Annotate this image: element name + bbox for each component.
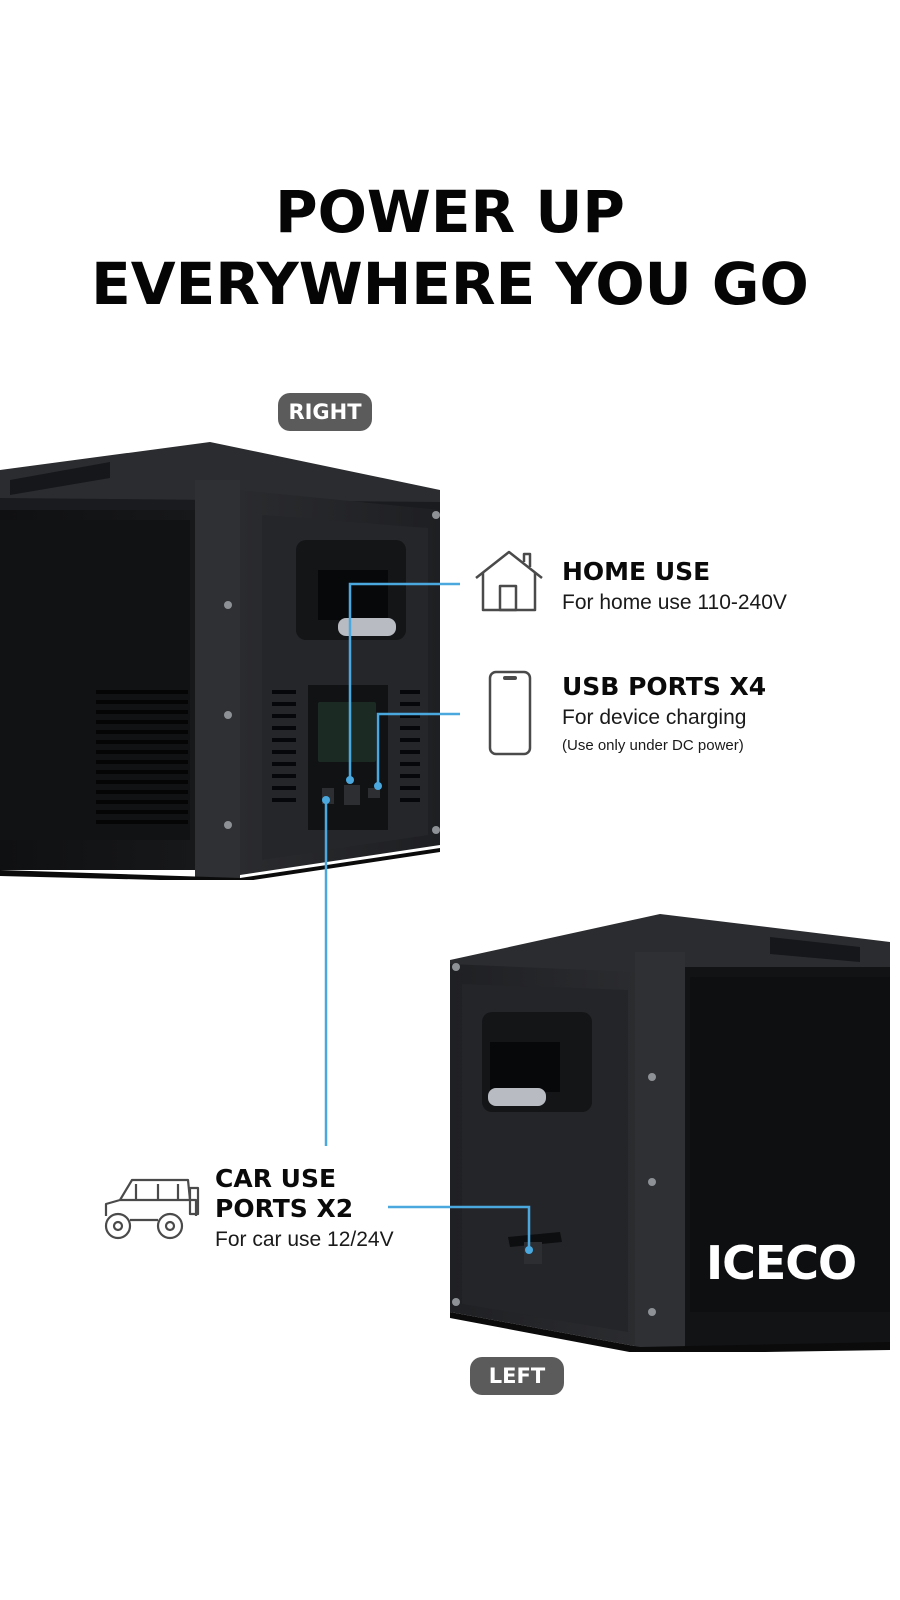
usb-ports-title: USB PORTS X4	[562, 672, 767, 701]
iceco-logo: ICECO	[706, 1236, 857, 1290]
car-use-title-line-2: PORTS X2	[215, 1194, 354, 1223]
car-use-desc: For car use 12/24V	[215, 1228, 394, 1251]
smartphone-icon	[488, 670, 532, 756]
fridge-left-side-image	[450, 914, 890, 1352]
home-use-title: HOME USE	[562, 557, 711, 586]
house-icon	[475, 550, 543, 612]
home-use-desc: For home use 110-240V	[562, 591, 787, 614]
usb-ports-note: (Use only under DC power)	[562, 737, 744, 754]
headline-line-1: POWER UP	[275, 178, 625, 246]
right-view-label: RIGHT	[278, 393, 372, 431]
jeep-icon	[104, 1178, 200, 1240]
headline-line-2: EVERYWHERE YOU GO	[91, 250, 809, 318]
usb-ports-desc: For device charging	[562, 706, 747, 729]
headline: POWER UP EVERYWHERE YOU GO	[0, 176, 900, 320]
fridge-right-side-image	[0, 442, 440, 880]
car-use-title-line-1: CAR USE	[215, 1164, 337, 1193]
left-view-label: LEFT	[470, 1357, 564, 1395]
